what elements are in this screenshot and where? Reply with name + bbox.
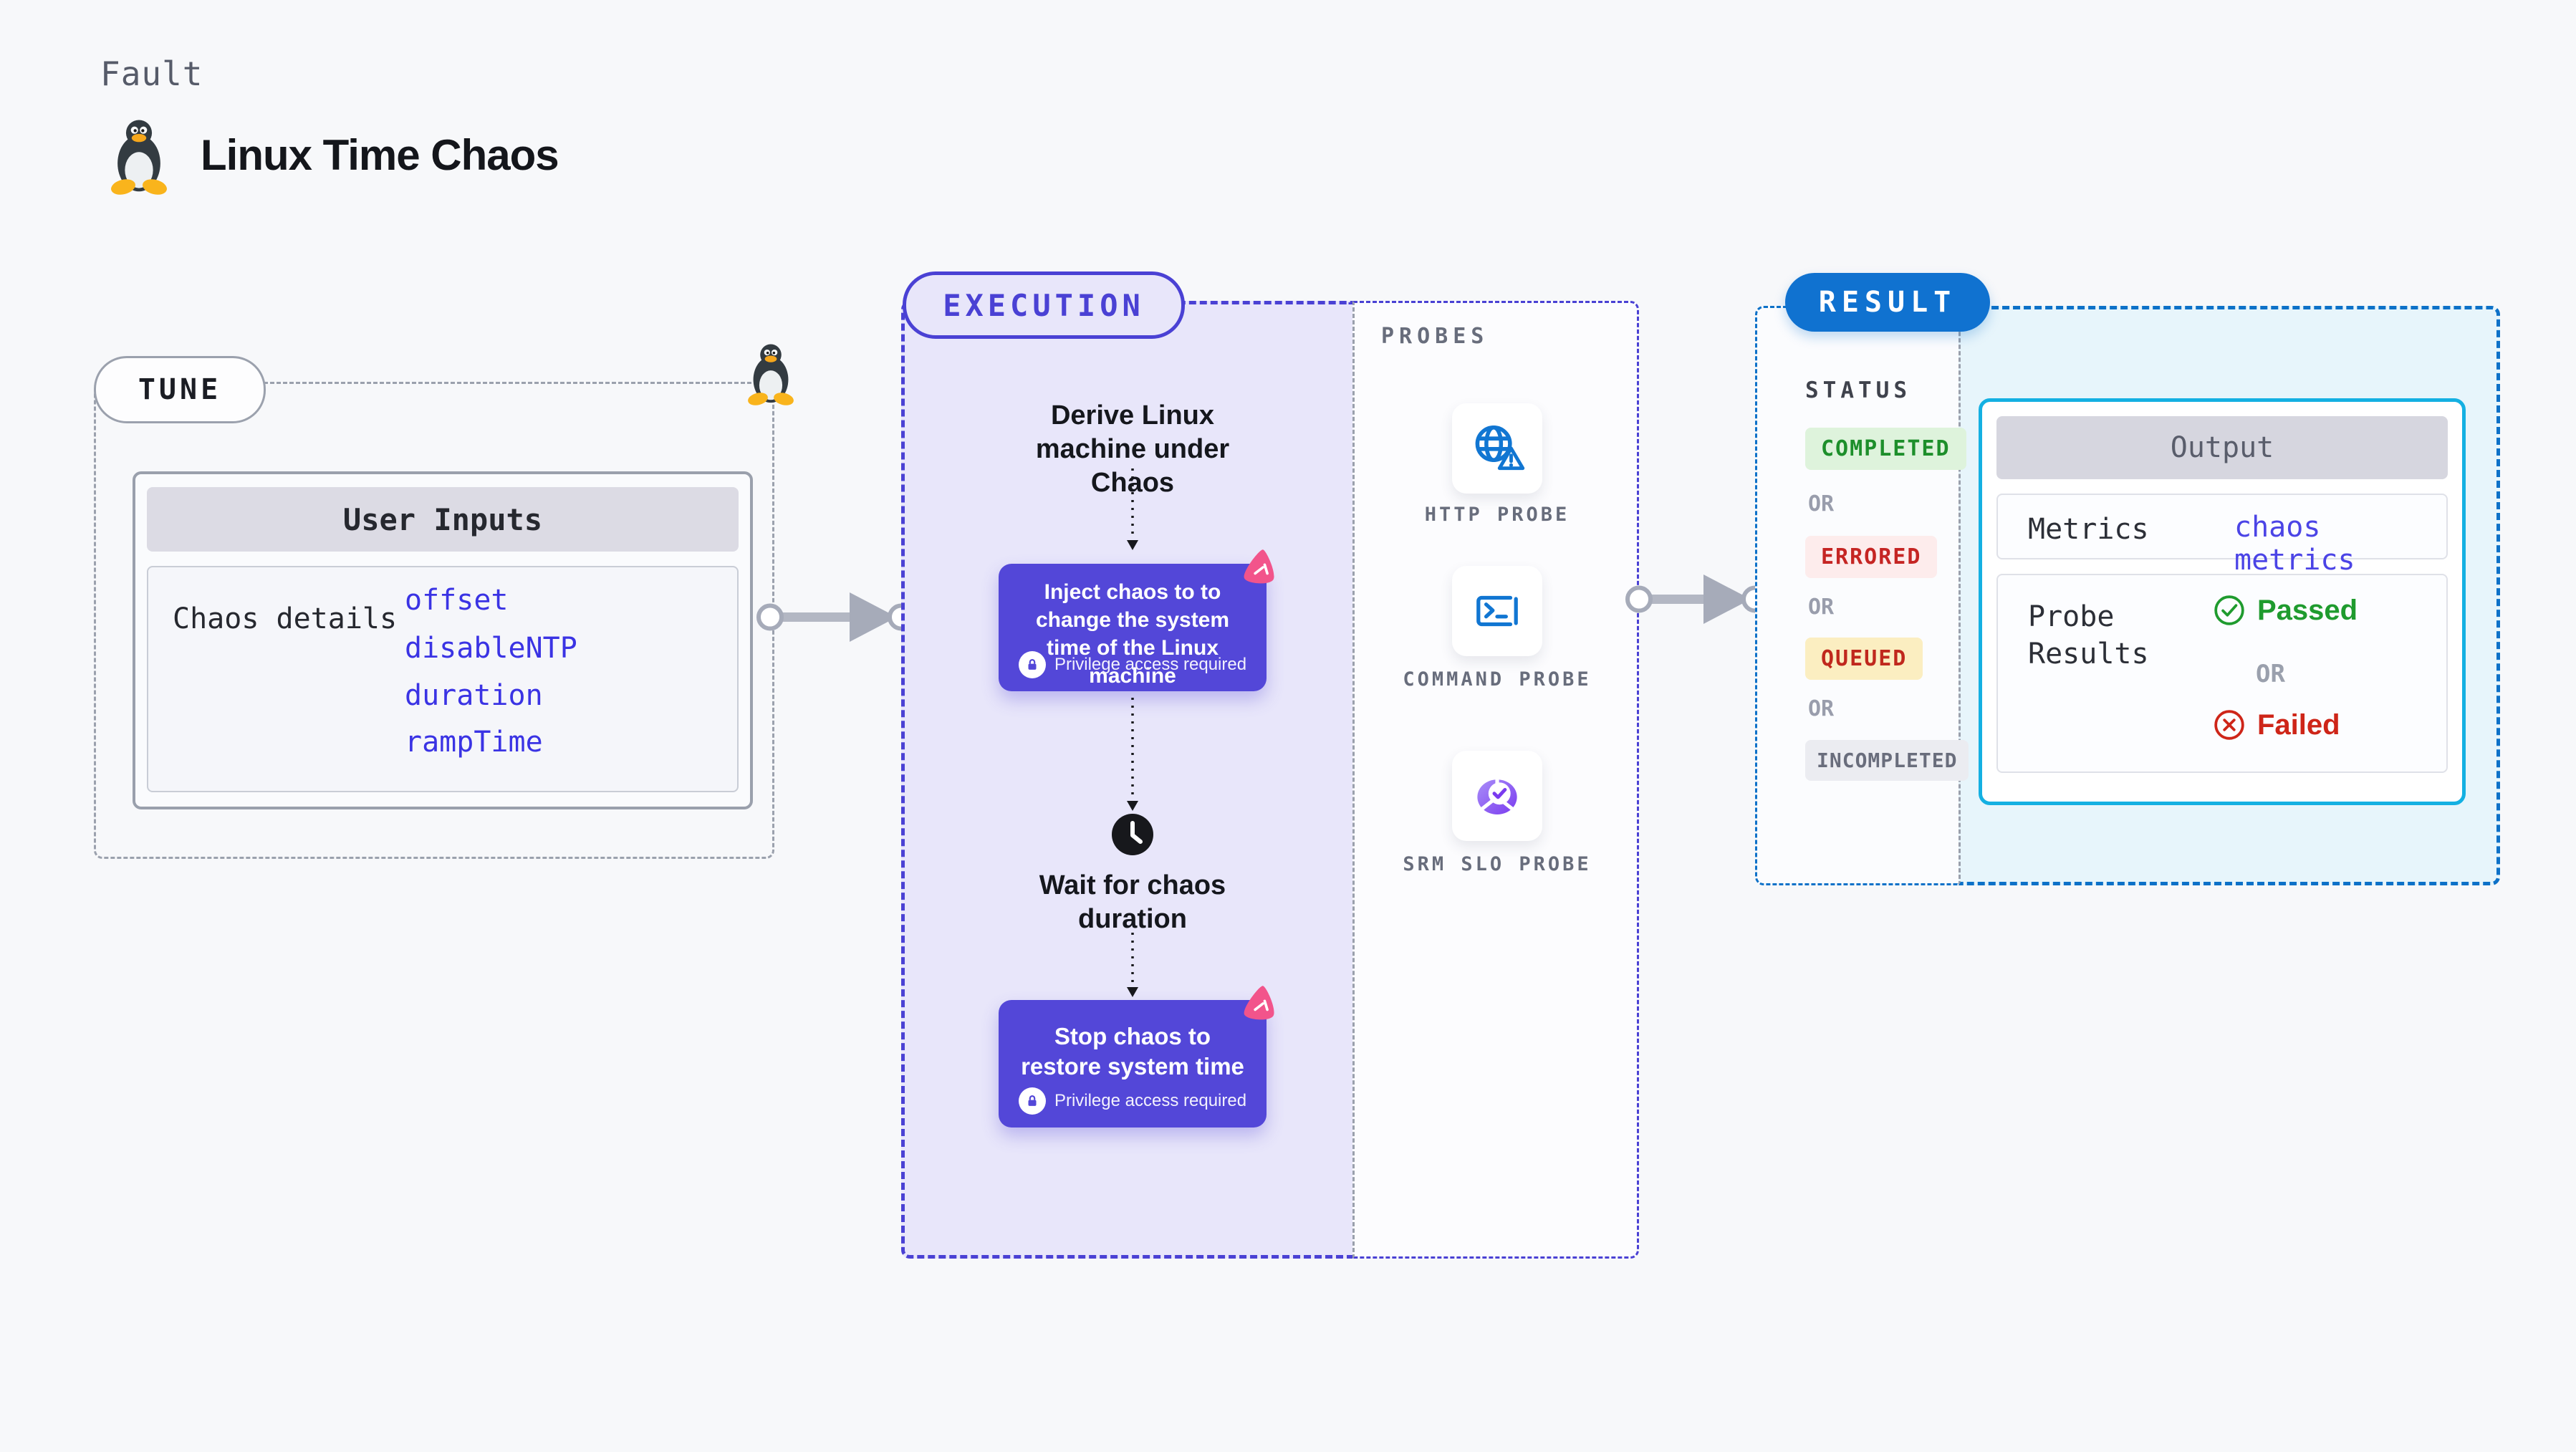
result-badge: RESULT xyxy=(1785,273,1990,332)
output-card: Output Metrics chaos metrics Probe Resul… xyxy=(1979,398,2466,805)
or-separator: OR xyxy=(1808,491,1835,516)
tune-to-execution-arrow xyxy=(756,592,915,642)
or-separator: OR xyxy=(1808,696,1835,721)
inject-step-label: Inject chaos to to change the system tim… xyxy=(1035,580,1230,688)
or-separator: OR xyxy=(2256,660,2285,688)
status-badge-label: COMPLETED xyxy=(1805,428,1966,470)
privilege-note: Privilege access required xyxy=(999,651,1267,678)
execution-to-result-arrow xyxy=(1625,574,1769,624)
status-badge-label: INCOMPLETED xyxy=(1805,740,1969,781)
status-badge-incompleted: INCOMPLETED xyxy=(1805,740,1969,781)
command-probe-label: COMMAND PROBE xyxy=(1403,668,1592,691)
output-card-title: Output xyxy=(1996,416,2448,479)
lock-icon xyxy=(1018,1087,1046,1115)
privilege-note: Privilege access required xyxy=(999,1087,1267,1115)
status-badge-label: QUEUED xyxy=(1805,638,1923,680)
tune-badge: TUNE xyxy=(94,356,266,423)
chaos-details-label: Chaos details xyxy=(173,602,398,635)
input-ramptime: rampTime xyxy=(405,726,543,759)
status-badge-label: ERRORED xyxy=(1805,536,1938,578)
tux-penguin-icon xyxy=(111,120,167,195)
chaos-pinwheel-icon xyxy=(1244,986,1274,1020)
x-circle-icon xyxy=(2214,710,2244,740)
or-separator: OR xyxy=(1808,595,1835,620)
status-title: STATUS xyxy=(1805,378,1911,403)
probe-failed-line: Failed xyxy=(2213,708,2340,741)
input-disablentp: disableNTP xyxy=(405,632,577,665)
slo-donut-check-icon xyxy=(1477,777,1517,814)
probe-results-label: Probe Results xyxy=(2028,600,2149,670)
srm-slo-probe-card xyxy=(1452,751,1542,841)
privilege-note-text: Privilege access required xyxy=(1054,655,1247,674)
status-badge-completed: COMPLETED xyxy=(1805,428,1966,470)
status-badge-errored: ERRORED xyxy=(1805,536,1938,578)
command-probe-card xyxy=(1452,566,1542,656)
tux-penguin-icon xyxy=(748,344,794,405)
privilege-note-text: Privilege access required xyxy=(1054,1091,1247,1110)
globe-alert-icon xyxy=(1475,425,1525,471)
flow-arrow-down-icon xyxy=(1127,698,1138,811)
srm-slo-probe-label: SRM SLO PROBE xyxy=(1403,853,1592,875)
flow-arrow-down-icon xyxy=(1127,933,1138,997)
user-inputs-body xyxy=(147,566,739,792)
http-probe-label: HTTP PROBE xyxy=(1424,504,1570,526)
wait-step-label: Wait for chaos duration xyxy=(1039,870,1226,934)
execution-badge: EXECUTION xyxy=(903,271,1185,339)
stop-step-label: Stop chaos to restore system time xyxy=(1021,1023,1244,1080)
fault-kicker: Fault xyxy=(100,54,203,93)
result-status-box xyxy=(1755,306,1959,885)
chaos-pinwheel-icon xyxy=(1244,549,1274,584)
stop-chaos-step: Stop chaos to restore system time Privil… xyxy=(999,986,1274,1128)
inject-chaos-step: Inject chaos to to change the system tim… xyxy=(999,549,1274,691)
check-circle-icon xyxy=(2214,595,2244,625)
input-offset: offset xyxy=(405,584,509,617)
probe-results-row: Probe Results Passed OR Failed xyxy=(1996,574,2448,773)
passed-label: Passed xyxy=(2257,594,2358,626)
terminal-icon xyxy=(1476,595,1518,627)
metrics-label: Metrics xyxy=(2028,513,2149,546)
metrics-value: chaos metrics xyxy=(2234,511,2355,577)
page-title: Linux Time Chaos xyxy=(201,131,559,179)
clock-icon xyxy=(1112,814,1153,855)
status-badge-queued: QUEUED xyxy=(1805,638,1923,680)
metrics-row: Metrics chaos metrics xyxy=(1996,494,2448,577)
lock-icon xyxy=(1018,651,1046,678)
failed-label: Failed xyxy=(2257,708,2340,741)
probe-passed-line: Passed xyxy=(2213,594,2358,627)
input-duration: duration xyxy=(405,679,543,712)
user-inputs-title: User Inputs xyxy=(147,487,739,552)
probes-title: PROBES xyxy=(1381,324,1489,349)
http-probe-card xyxy=(1452,403,1542,494)
flow-arrow-down-icon xyxy=(1127,468,1138,550)
